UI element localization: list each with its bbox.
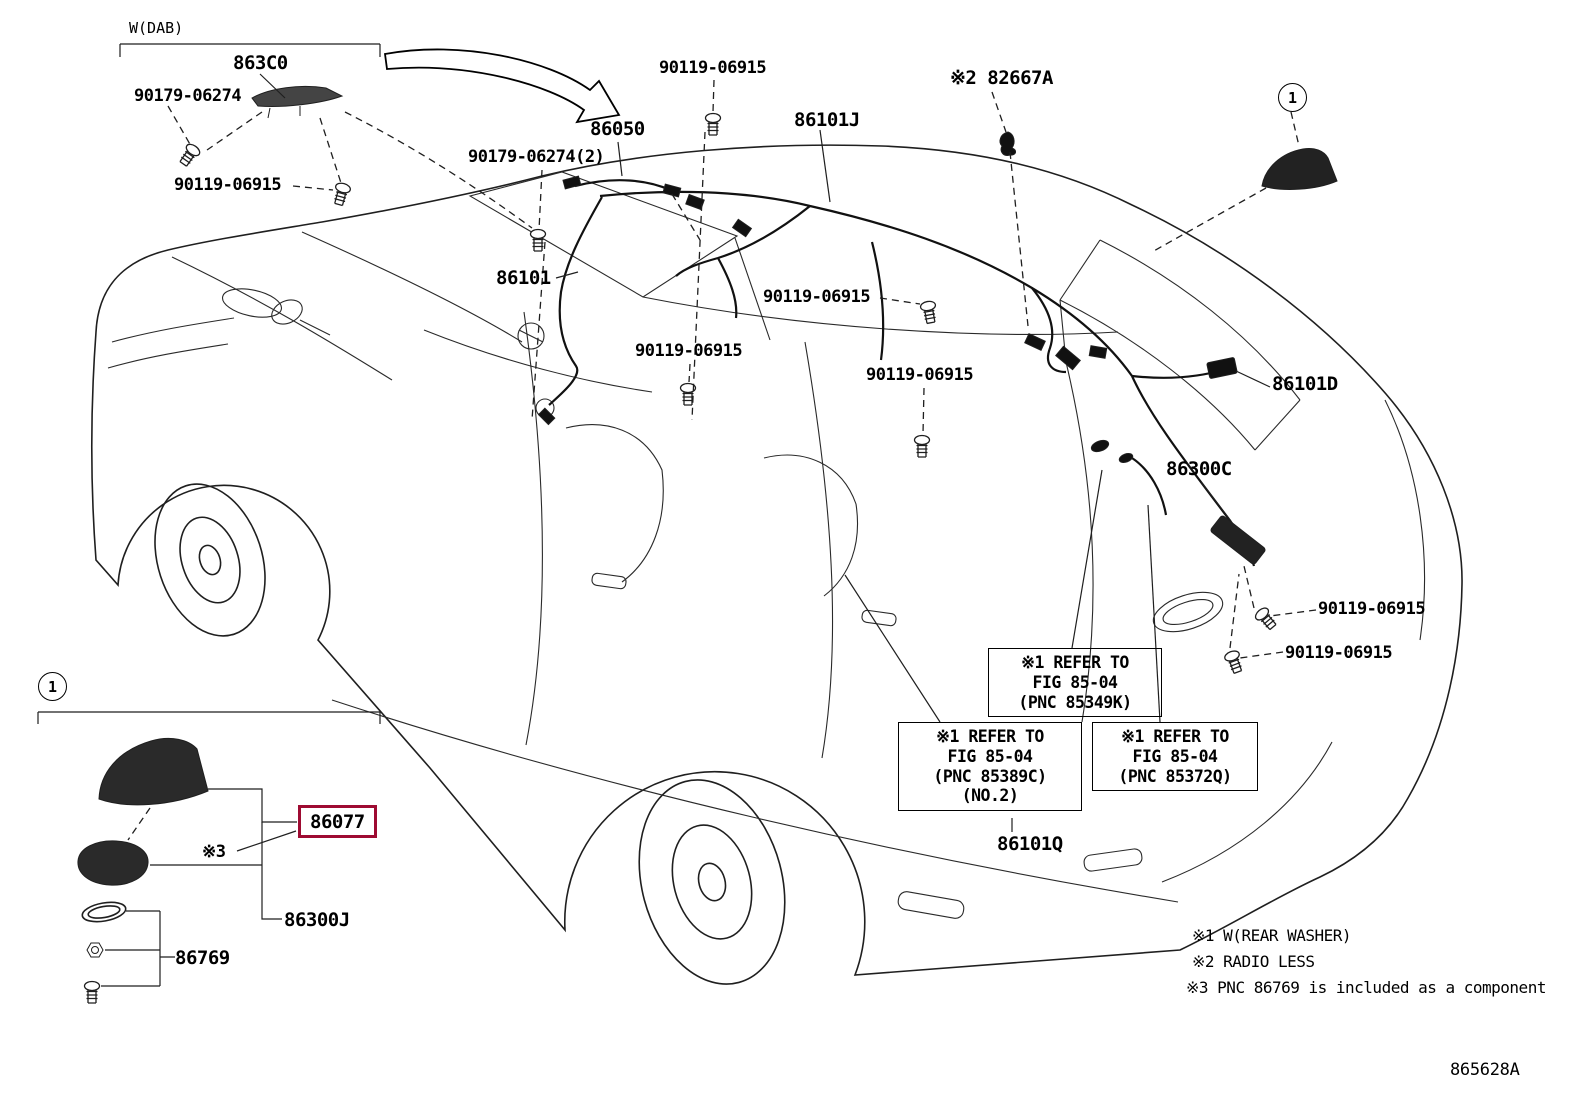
refer-line: (PNC 85349K) (1018, 692, 1132, 712)
refer-note-85349K: ※1 REFER TO FIG 85-04 (PNC 85349K) (988, 648, 1162, 718)
part-label-90119-06915-5[interactable]: 90119-06915 (866, 365, 974, 385)
connector-cluster (537, 175, 1134, 463)
pointer-arrow (383, 48, 621, 124)
part-label-90119-06915-7[interactable]: 90119-06915 (1285, 643, 1393, 663)
part-label-90119-06915-3[interactable]: 90119-06915 (763, 287, 871, 307)
shark-fin-antenna-right (1261, 148, 1338, 190)
amplifier-86300C (1210, 515, 1266, 565)
part-label-86077[interactable]: 86077 (310, 811, 365, 833)
refer-line: ※1 REFER TO (936, 727, 1044, 746)
part-label-90179-06274[interactable]: 90179-06274 (134, 86, 242, 106)
part-label-86050[interactable]: 86050 (590, 118, 645, 140)
car-detail-lines (107, 171, 1426, 919)
part-label-82667A[interactable]: ※2 82667A (950, 67, 1053, 89)
part-label-90119-06915-1[interactable]: 90119-06915 (174, 175, 282, 195)
solid-leader-lines (37, 43, 1271, 987)
part-label-86300C[interactable]: 86300C (1166, 458, 1232, 480)
dashed-leader-lines (127, 79, 1317, 841)
part-label-86101Q[interactable]: 86101Q (997, 833, 1063, 855)
selected-part-highlight[interactable]: 86077 (298, 805, 377, 838)
footnote-3: ※3 PNC 86769 is included as a component (1186, 978, 1546, 997)
connector-86101D (1206, 357, 1238, 379)
note-mark-3: ※3 (202, 842, 226, 862)
refer-line: (NO.2) (961, 786, 1019, 806)
part-label-90119-06915-2[interactable]: 90119-06915 (659, 58, 767, 78)
clip-82667A (999, 131, 1017, 156)
part-label-90179-06274-2[interactable]: 90179-06274(2) (468, 147, 605, 167)
part-label-90119-06915-6[interactable]: 90119-06915 (1318, 599, 1426, 619)
dab-variant-note: W(DAB) (129, 19, 184, 37)
component-parts (77, 85, 1338, 958)
antenna-base-86300J (77, 840, 149, 886)
callout-1-marker-bottom: 1 (38, 672, 67, 701)
refer-note-85389C: ※1 REFER TO FIG 85-04 (PNC 85389C) (NO.2… (898, 722, 1082, 812)
part-label-86769[interactable]: 86769 (175, 947, 230, 969)
refer-line: FIG 85-04 (1132, 746, 1218, 766)
part-label-86101D[interactable]: 86101D (1272, 373, 1338, 395)
refer-line: (PNC 85372Q) (1118, 766, 1232, 786)
shark-fin-antenna-left (98, 737, 209, 806)
refer-line: FIG 85-04 (947, 746, 1033, 766)
refer-line: FIG 85-04 (1032, 672, 1118, 692)
refer-line: (PNC 85389C) (933, 766, 1047, 786)
antenna-rod-863C0 (251, 85, 344, 107)
footnote-1: ※1 W(REAR WASHER) (1192, 926, 1352, 945)
refer-line: ※1 REFER TO (1021, 653, 1129, 672)
gasket-ring (81, 901, 127, 923)
part-label-863C0[interactable]: 863C0 (233, 52, 288, 74)
refer-line: ※1 REFER TO (1121, 727, 1229, 746)
refer-note-85372Q: ※1 REFER TO FIG 85-04 (PNC 85372Q) (1092, 722, 1258, 792)
nut-86769 (86, 942, 104, 958)
car-body-outline (91, 144, 1463, 985)
figure-code: 865628A (1450, 1060, 1520, 1080)
callout-1-marker-top: 1 (1278, 83, 1307, 112)
part-label-90119-06915-4[interactable]: 90119-06915 (635, 341, 743, 361)
part-label-86101J[interactable]: 86101J (794, 109, 860, 131)
part-label-86300J[interactable]: 86300J (284, 909, 350, 931)
footnote-2: ※2 RADIO LESS (1192, 952, 1315, 971)
part-label-86101[interactable]: 86101 (496, 267, 551, 289)
